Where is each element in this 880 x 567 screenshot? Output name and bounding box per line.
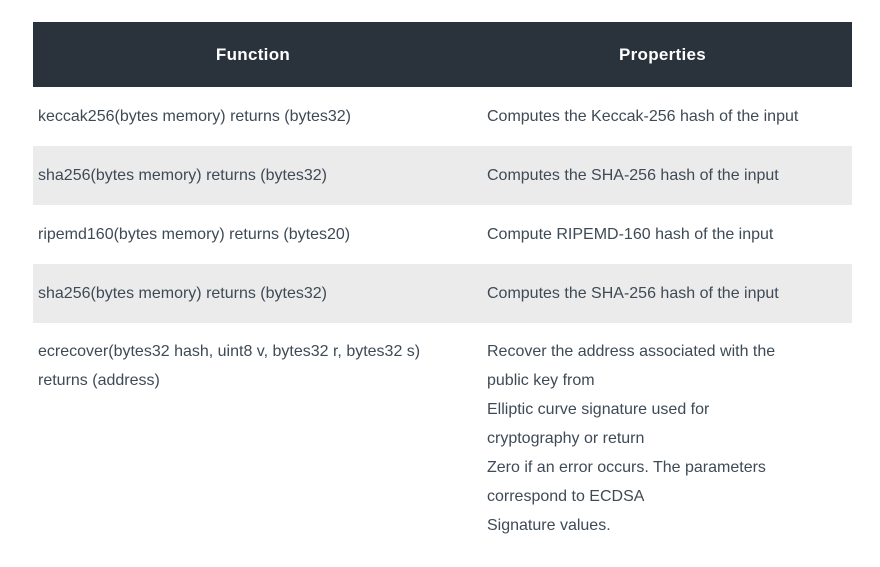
property-text: cryptography or return <box>487 430 645 447</box>
property-text: Computes the Keccak-256 hash of the inpu… <box>487 108 799 125</box>
function-signature: sha256(bytes memory) returns (bytes32) <box>38 167 327 184</box>
table-row-keccak256: keccak256(bytes memory) returns (bytes32… <box>33 87 852 146</box>
table-row-ecrecover: ecrecover(bytes32 hash, uint8 v, bytes32… <box>33 323 852 553</box>
table-row-ripemd160: ripemd160(bytes memory) returns (bytes20… <box>33 205 852 264</box>
table-header-row: Function Properties <box>33 22 852 87</box>
function-cell: sha256(bytes memory) returns (bytes32) <box>33 146 473 205</box>
function-signature: sha256(bytes memory) returns (bytes32) <box>38 285 327 302</box>
column-header-properties: Properties <box>618 44 707 64</box>
functions-table: Function Properties keccak256(bytes memo… <box>33 22 852 553</box>
function-signature: ecrecover(bytes32 hash, uint8 v, bytes32… <box>38 343 421 360</box>
table-row-sha256-2: sha256(bytes memory) returns (bytes32) C… <box>33 264 852 323</box>
function-cell: sha256(bytes memory) returns (bytes32) <box>33 264 473 323</box>
property-text: Zero if an error occurs. The parameters <box>487 459 766 476</box>
function-cell: ecrecover(bytes32 hash, uint8 v, bytes32… <box>33 323 473 553</box>
property-text: correspond to ECDSA <box>487 488 645 505</box>
property-text: Computes the SHA-256 hash of the input <box>487 167 779 184</box>
function-cell: ripemd160(bytes memory) returns (bytes20… <box>33 205 473 264</box>
function-signature: keccak256(bytes memory) returns (bytes32… <box>38 108 351 125</box>
properties-cell: Computes the SHA-256 hash of the input <box>473 264 852 323</box>
function-signature: ripemd160(bytes memory) returns (bytes20… <box>38 226 351 243</box>
property-text: public key from <box>487 372 595 389</box>
properties-cell: Recover the address associated with the … <box>473 323 852 553</box>
table-row-sha256: sha256(bytes memory) returns (bytes32) C… <box>33 146 852 205</box>
function-cell: keccak256(bytes memory) returns (bytes32… <box>33 87 473 146</box>
function-signature-continued: returns (address) <box>38 372 160 389</box>
property-text: Recover the address associated with the <box>487 343 776 360</box>
column-header-function: Function <box>215 44 291 64</box>
property-text: Signature values. <box>487 517 611 534</box>
properties-cell: Computes the Keccak-256 hash of the inpu… <box>473 87 852 146</box>
property-text: Computes the SHA-256 hash of the input <box>487 285 779 302</box>
properties-cell: Computes the SHA-256 hash of the input <box>473 146 852 205</box>
property-text: Elliptic curve signature used for <box>487 401 710 418</box>
property-text: Compute RIPEMD-160 hash of the input <box>487 226 774 243</box>
properties-cell: Compute RIPEMD-160 hash of the input <box>473 205 852 264</box>
